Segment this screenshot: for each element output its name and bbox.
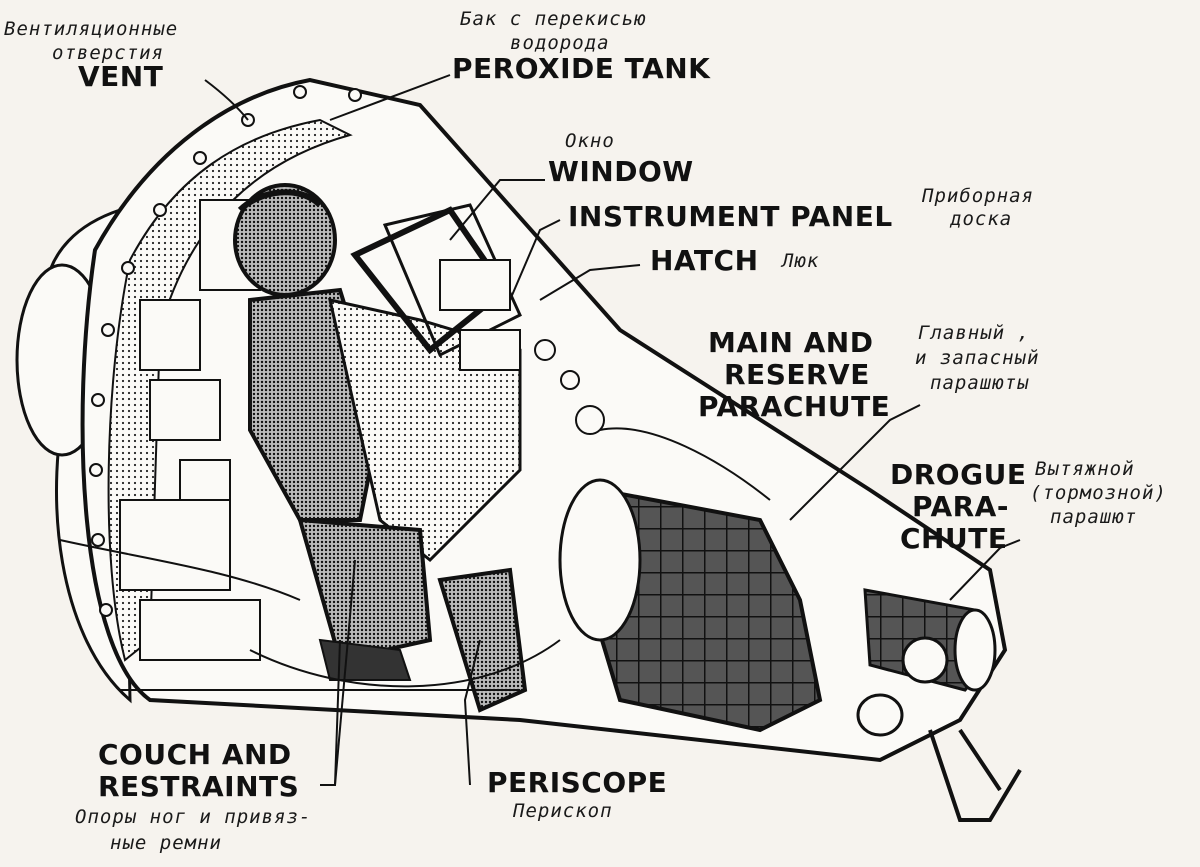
vent-label-ru-line1: Вентиляционные: [4, 18, 179, 40]
main-parachute-label-line3: PARACHUTE: [698, 390, 891, 423]
main-parachute-label-line2: RESERVE: [724, 358, 870, 391]
hatch-label: HATCH: [650, 244, 759, 277]
drogue-parachute-label-ru-line3: парашют: [1050, 506, 1138, 528]
instrument-panel-label-ru-line2: доска: [950, 208, 1013, 230]
periscope-label-ru: Перископ: [513, 800, 613, 822]
peroxide-label-ru-line2: водорода: [510, 32, 610, 54]
drogue-parachute-label-line2: PARA-: [912, 490, 1009, 523]
drogue-parachute-label-ru-line1: Вытяжной: [1035, 458, 1135, 480]
hatch-outline: [382, 203, 522, 358]
peroxide-label-ru-line1: Бак с перекисью: [460, 8, 647, 30]
hatch-label-ru: Люк: [782, 250, 820, 272]
vent-label-ru-line2: отверстия: [52, 42, 164, 64]
astronaut-figure: [233, 183, 528, 713]
window-label-ru: Окно: [565, 130, 615, 152]
drogue-parachute-label-line1: DROGUE: [890, 458, 1027, 491]
main-parachute-label-ru-line1: Главный ,: [918, 322, 1030, 344]
vent-holes: [89, 85, 362, 617]
periscope-label: PERISCOPE: [487, 766, 668, 799]
window-label: WINDOW: [548, 155, 694, 188]
couch-label-ru-line1: Опоры ног и привяз-: [75, 806, 312, 828]
periscope-mount: [928, 728, 1022, 822]
main-parachute-label-ru-line2: и запасный: [915, 347, 1040, 369]
couch-label-line2: RESTRAINTS: [98, 770, 300, 803]
instrument-panel-label-ru-line1: Приборная: [922, 185, 1034, 207]
couch-label-ru-line2: ные ремни: [110, 832, 222, 854]
instrument-panel-label: INSTRUMENT PANEL: [568, 200, 893, 233]
vent-label: VENT: [78, 60, 164, 93]
drogue-parachute-label-ru-line2: (тормозной): [1030, 482, 1167, 504]
drogue-parachute-label-line3: CHUTE: [900, 522, 1008, 555]
main-parachute-label-line1: MAIN AND: [708, 326, 874, 359]
instrument-panel-detail: [439, 259, 605, 435]
couch-label-line1: COUCH AND: [98, 738, 292, 771]
wiring: [59, 427, 771, 691]
main-parachute-label-ru-line3: парашюты: [930, 372, 1030, 394]
leader-lines: [204, 74, 1021, 786]
peroxide-tank-label: PEROXIDE TANK: [452, 52, 711, 85]
equipment-boxes: [119, 199, 261, 661]
